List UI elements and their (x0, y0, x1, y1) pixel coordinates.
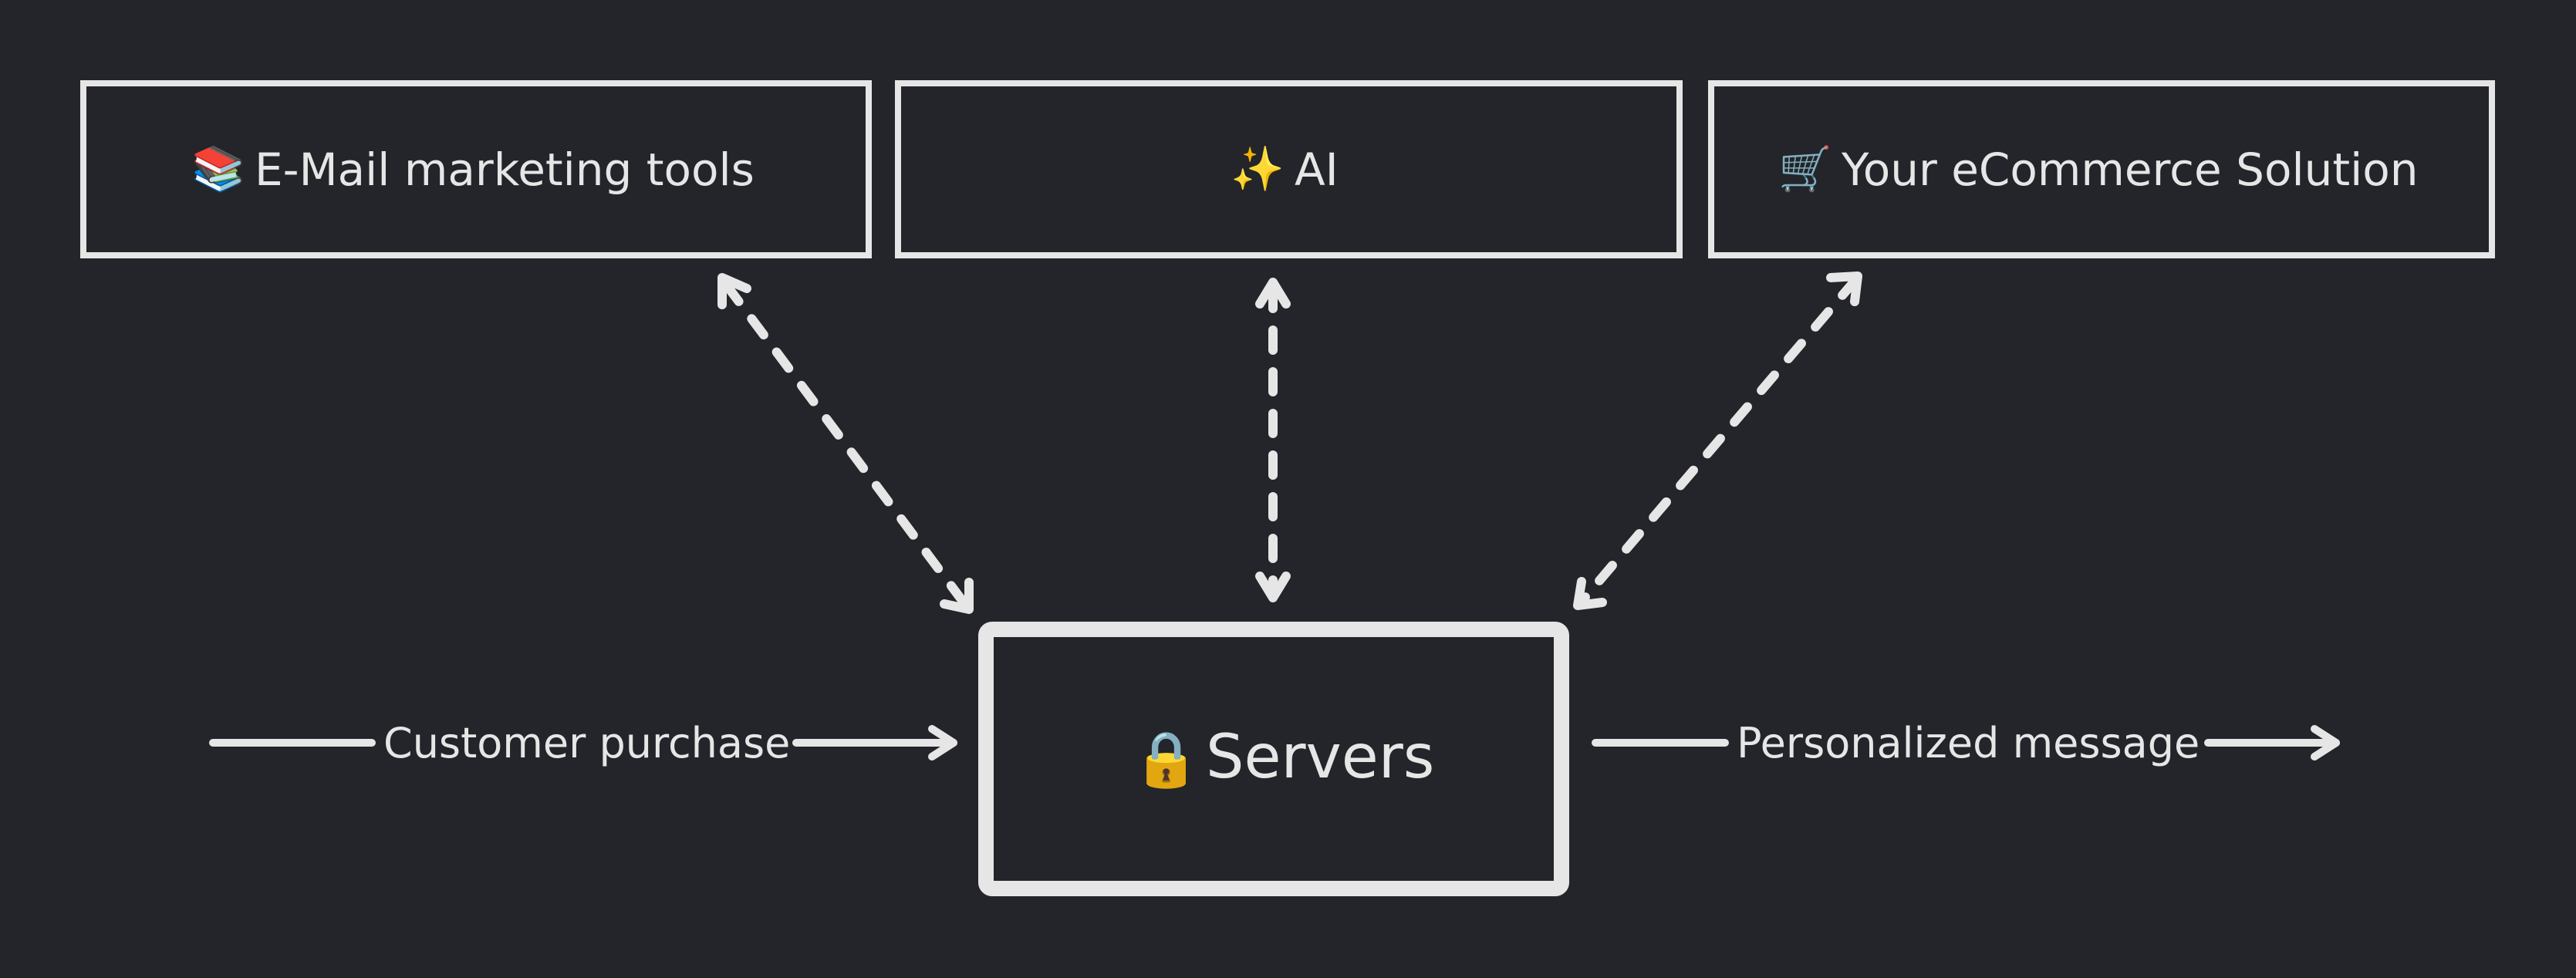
books-icon: 📚 (191, 144, 245, 194)
ai-node: ✨ AI (895, 80, 1683, 258)
email-tools-node: 📚 E-Mail marketing tools (80, 80, 872, 258)
ai-connector-bottom-arrowhead (1255, 572, 1291, 602)
personalized-message-label: Personalized message (1737, 719, 2200, 767)
email-connector-bottom-arrowhead (940, 578, 974, 614)
personalized-message-flow: Personalized message (1592, 719, 2340, 767)
ai-label: AI (1295, 143, 1339, 196)
email-tools-box (80, 80, 872, 258)
ecommerce-box (1708, 80, 2495, 258)
ai-box (895, 80, 1683, 258)
customer-purchase-flow: Customer purchase (209, 719, 957, 767)
email-servers-connector (717, 273, 974, 614)
ecommerce-connector-bottom-arrowhead (1573, 577, 1607, 610)
customer-purchase-label: Customer purchase (383, 719, 790, 767)
shopping-cart-icon: 🛒 (1778, 144, 1832, 194)
sparkles-icon: ✨ (1231, 144, 1285, 194)
ecommerce-label: Your eCommerce Solution (1841, 143, 2418, 196)
ecommerce-servers-connector (1573, 271, 1862, 610)
servers-node: 🔒 Servers (978, 622, 1569, 896)
lock-icon: 🔒 (1133, 727, 1200, 791)
ai-connector-top-arrowhead (1255, 278, 1291, 309)
email-connector-top-arrowhead (717, 273, 751, 309)
ecommerce-connector-top-arrowhead (1826, 271, 1862, 306)
personalized-message-arrowhead (2311, 725, 2340, 760)
servers-box (978, 622, 1569, 896)
ecommerce-node: 🛒 Your eCommerce Solution (1708, 80, 2495, 258)
servers-label: Servers (1206, 723, 1434, 792)
ai-servers-connector (1255, 278, 1291, 602)
customer-purchase-arrowhead (928, 725, 957, 760)
email-tools-label: E-Mail marketing tools (255, 143, 755, 196)
